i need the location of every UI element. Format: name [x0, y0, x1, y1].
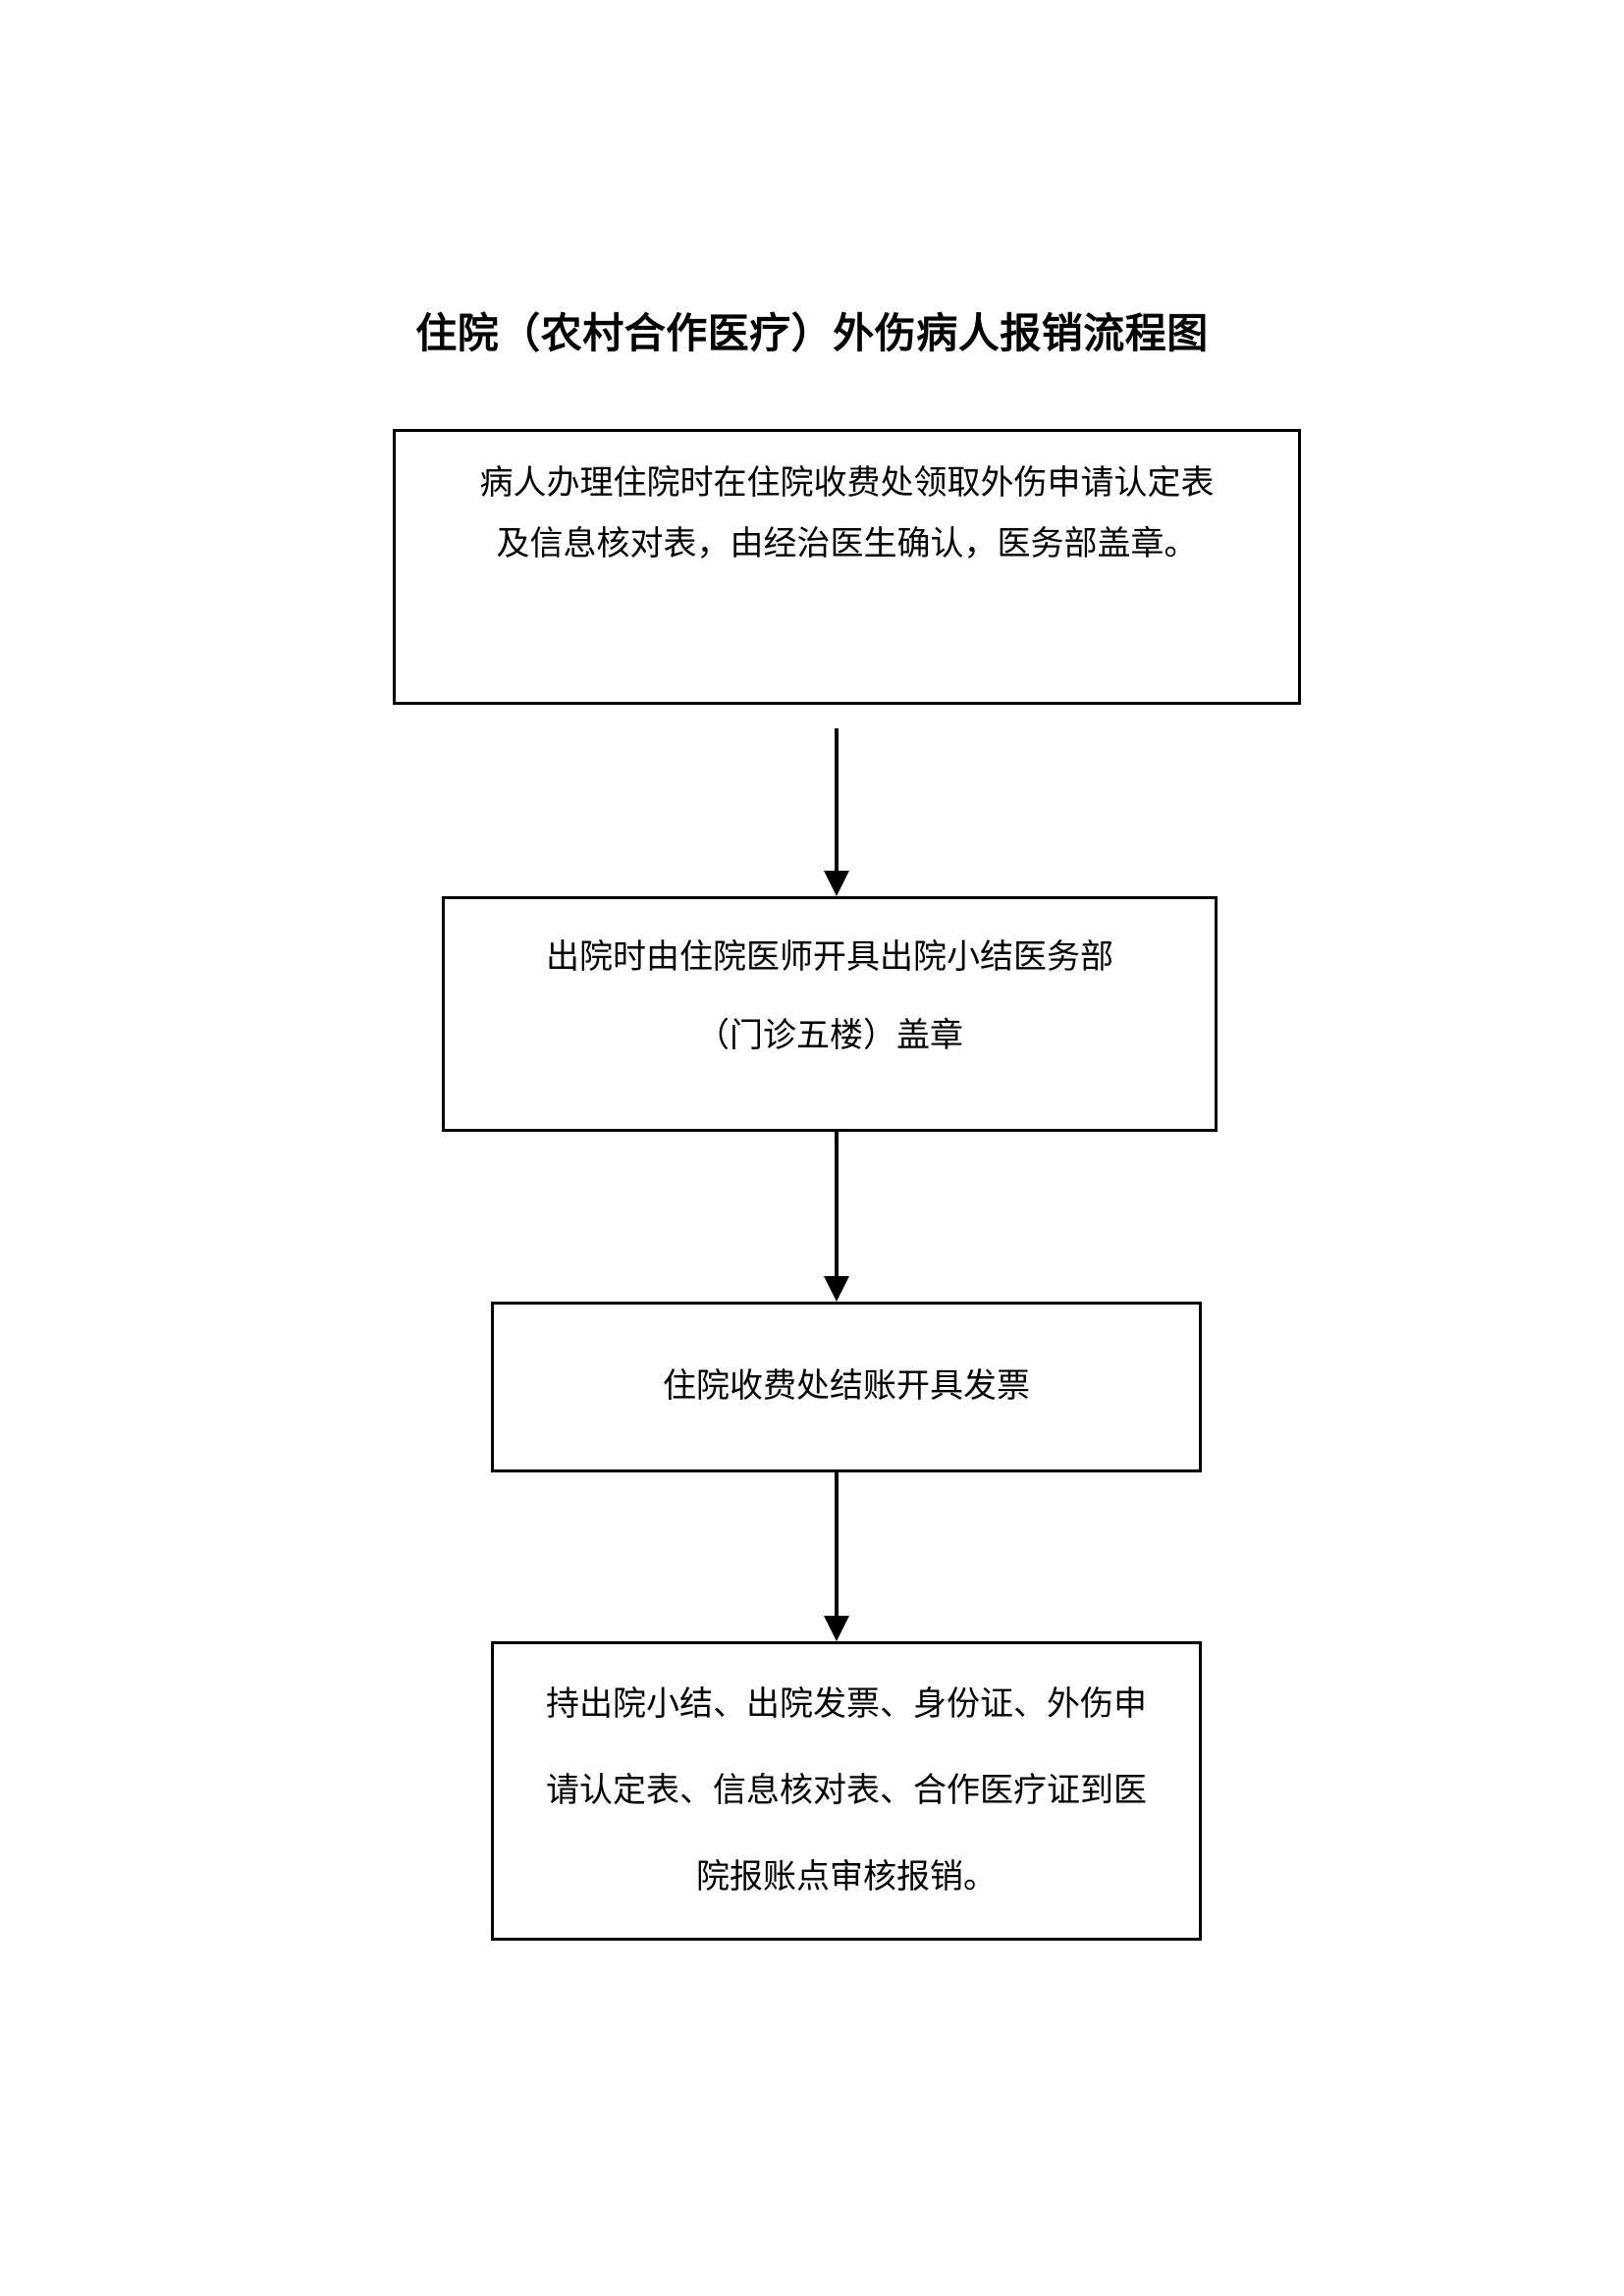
arrowhead-down-icon — [824, 871, 849, 896]
flow-step-3-box: 住院收费处结账开具发票 — [491, 1302, 1202, 1472]
flow-step-2-line-2: （门诊五楼）盖章 — [696, 1018, 963, 1054]
flow-step-4-box: 持出院小结、出院发票、身份证、外伤申 请认定表、信息核对表、合作医疗证到医 院报… — [491, 1641, 1202, 1941]
flow-step-1-line-1: 病人办理住院时在住院收费处领取外伤申请认定表 — [479, 465, 1215, 502]
flow-step-1-box: 病人办理住院时在住院收费处领取外伤申请认定表 及信息核对表，由经治医生确认，医务… — [393, 429, 1301, 705]
flow-step-3-line-1: 住院收费处结账开具发票 — [663, 1368, 1030, 1405]
arrowhead-down-icon — [824, 1616, 849, 1641]
flow-step-2-box: 出院时由住院医师开具出院小结医务部 （门诊五楼）盖章 — [442, 896, 1218, 1132]
connector-line — [835, 1132, 839, 1281]
connector-line — [835, 1472, 839, 1621]
arrowhead-down-icon — [824, 1276, 849, 1302]
flow-step-4-line-3: 院报账点审核报销。 — [696, 1858, 997, 1896]
flow-step-2-line-1: 出院时由住院医师开具出院小结医务部 — [546, 939, 1113, 976]
flow-step-4-line-1: 持出院小结、出院发票、身份证、外伤申 — [546, 1685, 1147, 1723]
flow-step-4-line-2: 请认定表、信息核对表、合作医疗证到医 — [546, 1772, 1147, 1809]
flow-step-1-line-2: 及信息核对表，由经治医生确认，医务部盖章。 — [496, 526, 1198, 562]
page-title: 住院（农村合作医疗）外伤病人报销流程图 — [415, 309, 1209, 358]
connector-line — [835, 728, 839, 876]
